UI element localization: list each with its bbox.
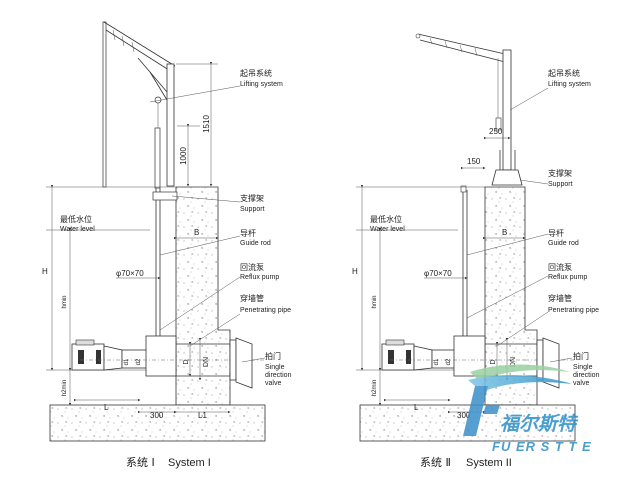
valve-label-cn-2: 拍门 [573, 351, 589, 361]
dim-h2min-label-2: h2min [372, 380, 378, 396]
dim-l1-label: L1 [198, 411, 207, 420]
dim-1000-label: 1000 [179, 147, 188, 165]
valve-label-en3-1: valve [265, 380, 281, 387]
support-label-cn-1: 支撑架 [240, 193, 264, 203]
water-label-en-2: Water level [370, 226, 405, 233]
reflux-label-en-1: Reflux pump [240, 274, 279, 281]
dim-l-label: L [104, 403, 109, 412]
support-label-en-2: Support [548, 181, 573, 188]
water-label-cn-2: 最低水位 [370, 214, 402, 224]
lifting-label-en-2: Lifting system [548, 81, 591, 88]
dim-b-label: B [194, 228, 199, 237]
dim-h2min-label: h2min [62, 380, 68, 396]
dim-d-label-2: D [490, 359, 497, 364]
support-label-cn-2: 支撑架 [548, 168, 572, 178]
pipe-size-label-2: φ70×70 [424, 269, 452, 278]
dim-150-label: 150 [467, 157, 481, 166]
pipe-label-cn-2: 穿墙管 [548, 293, 572, 303]
reflux-label-cn-1: 回流泵 [240, 262, 264, 272]
dim-dn-label-2: DN [510, 357, 517, 367]
single-direction-valve-1 [229, 337, 253, 389]
lifting-label-cn-1: 起吊系统 [240, 68, 272, 78]
reflux-pump-1 [71, 335, 177, 377]
lifting-crane-1 [102, 21, 176, 189]
dim-hmin-label-2: hmin [372, 295, 378, 308]
valve-label-en2-2: direction [573, 372, 600, 379]
dim-d2-label: d2 [136, 358, 142, 365]
caption-en-2: System II [466, 457, 512, 469]
reflux-pump-2 [381, 335, 486, 377]
lifting-label-cn-2: 起吊系统 [548, 68, 580, 78]
dim-d2-label-2: d2 [446, 358, 452, 365]
dim-b-label-2: B [502, 228, 507, 237]
pipe-size-label: φ70×70 [116, 269, 144, 278]
concrete-wall-1 [175, 186, 231, 406]
dim-1510-label: 1510 [202, 115, 211, 133]
company-logo: 福尔斯特 FU ER S T T E [463, 364, 592, 454]
support-label-en-1: Support [240, 206, 265, 213]
valve-label-en1-2: Single [573, 364, 593, 371]
dim-h-label-2: H [352, 267, 358, 276]
lifting-label-en-1: Lifting system [240, 81, 283, 88]
dim-d-label: D [183, 359, 190, 364]
dim-h-label: H [42, 267, 48, 276]
water-label-cn-1: 最低水位 [60, 214, 92, 224]
guide-label-en-1: Guide rod [240, 240, 271, 247]
lifting-crane-2 [415, 33, 523, 186]
logo-text-en: FU ER S T T E [492, 439, 592, 454]
dim-dn-label: DN [203, 357, 210, 367]
caption-en-1: System I [168, 457, 211, 469]
dim-300-label: 300 [150, 411, 164, 420]
caption-cn-1: 系统 Ⅰ [126, 456, 155, 469]
dim-250-label: 250 [489, 127, 503, 136]
caption-cn-2: 系统 Ⅱ [420, 456, 451, 469]
reflux-label-en-2: Reflux pump [548, 274, 587, 281]
valve-label-en2-1: direction [265, 372, 292, 379]
pipe-label-en-2: Penetrating pipe [548, 307, 599, 314]
guide-label-en-2: Guide rod [548, 240, 579, 247]
logo-text-cn: 福尔斯特 [500, 413, 579, 435]
reflux-label-cn-2: 回流泵 [548, 262, 572, 272]
pipe-label-cn-1: 穿墙管 [240, 293, 264, 303]
dim-d1-label-2: d1 [434, 358, 440, 365]
valve-label-en3-2: valve [573, 380, 589, 387]
single-direction-valve-2 [536, 337, 560, 389]
water-label-en-1: Water level [60, 226, 95, 233]
dim-d1-label: d1 [124, 358, 130, 365]
dim-300-label-2: 300 [457, 411, 471, 420]
valve-label-cn-1: 拍门 [265, 351, 281, 361]
dim-hmin-label: hmin [62, 295, 68, 308]
pipe-label-en-1: Penetrating pipe [240, 307, 291, 314]
dim-l-label-2: L [414, 403, 419, 412]
guide-label-cn-2: 导杆 [548, 228, 564, 238]
system-1: 1000 1510 H hmin h2min [42, 21, 292, 469]
guide-label-cn-1: 导杆 [240, 228, 256, 238]
valve-label-en1-1: Single [265, 364, 285, 371]
